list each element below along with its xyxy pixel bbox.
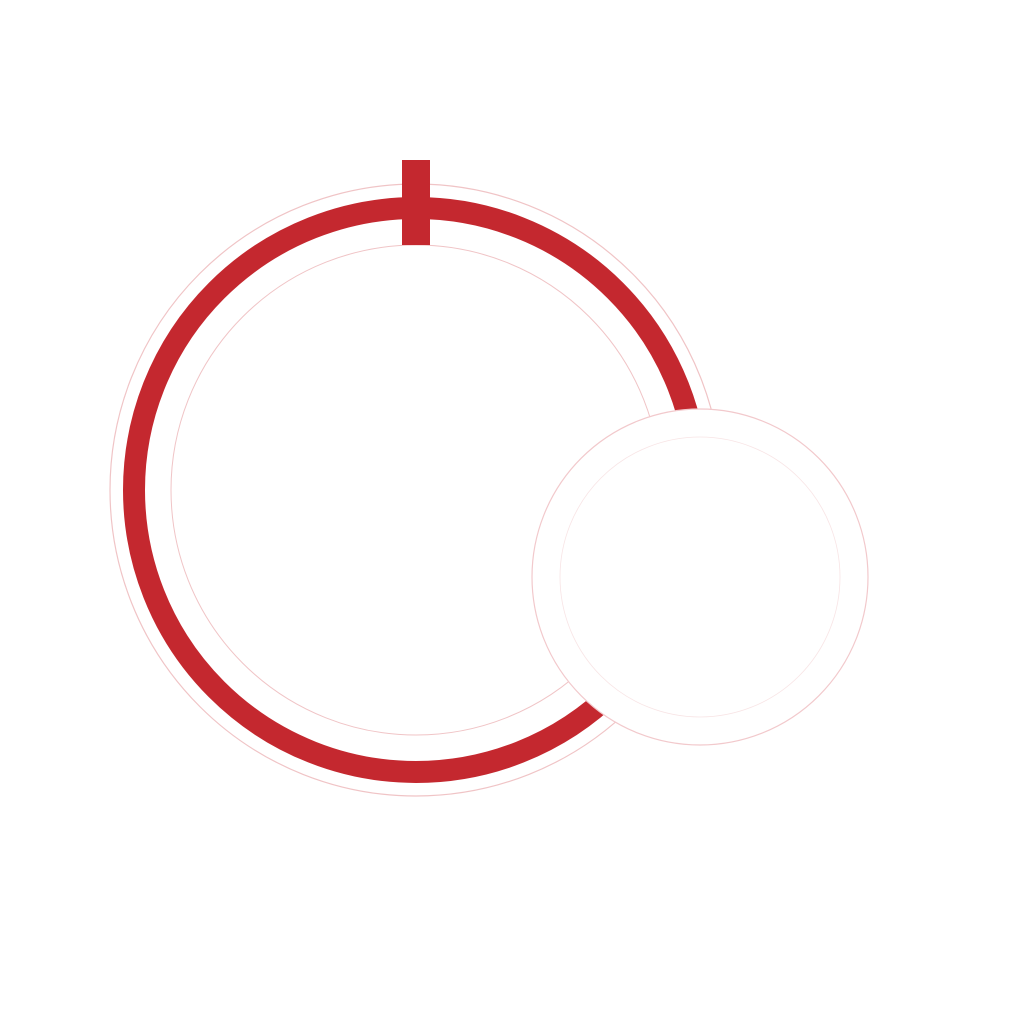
- timer-top-tick-icon: [402, 160, 430, 245]
- overlapping-circle: [531, 408, 869, 746]
- overlapping-circle-inner-outline: [559, 436, 841, 718]
